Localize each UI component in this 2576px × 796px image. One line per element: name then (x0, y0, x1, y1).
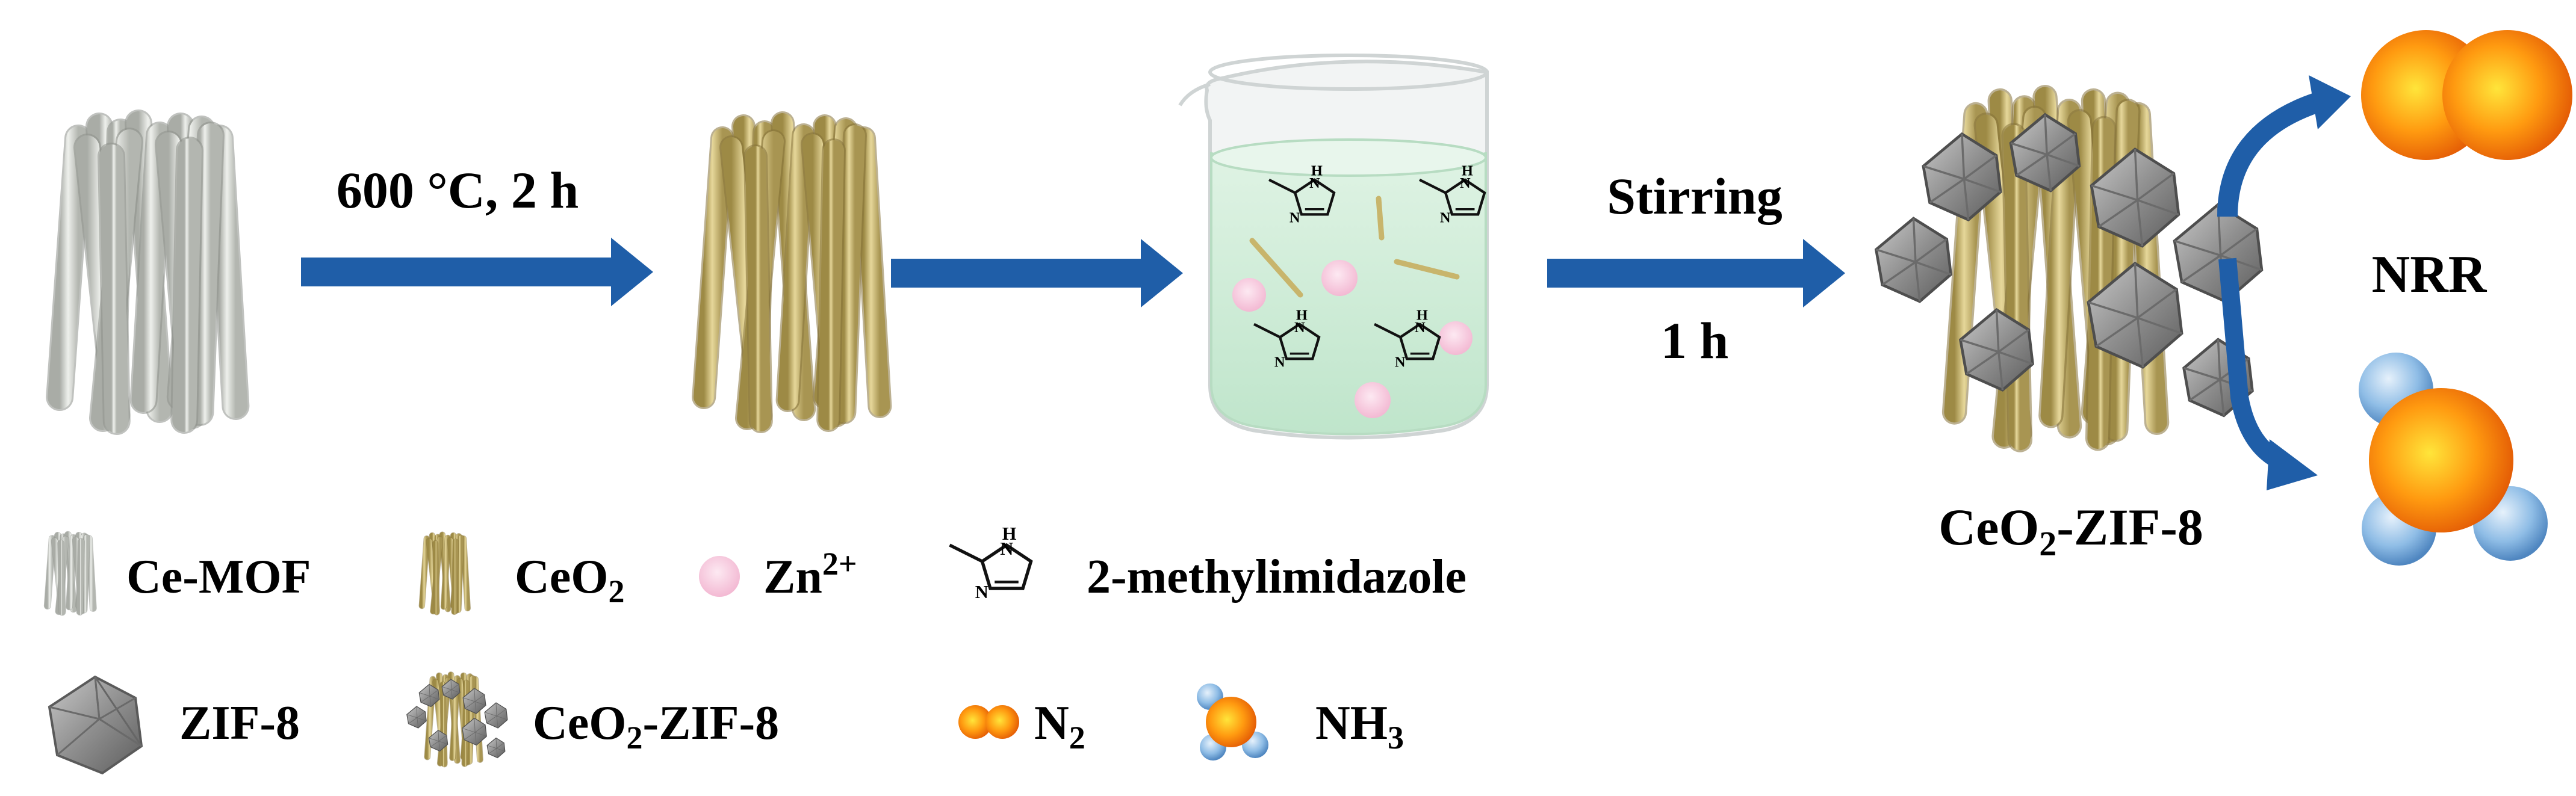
ceo2-bundle (692, 111, 892, 433)
stirring-label: Stirring (1607, 167, 1782, 225)
svg-text:N: N (1290, 209, 1300, 226)
legend-ceo2-label: CeO2 (515, 551, 625, 609)
ceo2-fragment (1376, 196, 1385, 241)
product-label: CeO2-ZIF-8 (1938, 498, 2203, 563)
svg-text:N: N (1395, 354, 1406, 370)
legend-ceo2-zif8-icon (406, 671, 508, 768)
legend-zif8-label: ZIF-8 (179, 697, 300, 750)
legend-ceo2-zif8-label: CeO2-ZIF-8 (533, 697, 779, 756)
imidazole-molecule: HNN (1253, 307, 1321, 370)
legend-zn-label: Zn2+ (763, 546, 857, 603)
ceo2-fragment (1249, 238, 1303, 298)
nh3-molecule (2359, 353, 2548, 566)
stirring-step: Stirring 1 h (1547, 167, 1845, 369)
legend-zif8-icon (48, 675, 143, 775)
svg-text:H: H (1296, 307, 1308, 324)
svg-text:H: H (1002, 523, 1017, 544)
legend-imidazole-label: 2-methylimidazole (1087, 551, 1466, 603)
svg-text:N: N (1440, 209, 1451, 226)
svg-text:N: N (1460, 175, 1471, 191)
zn-ion (1321, 260, 1358, 296)
svg-text:H: H (1462, 163, 1473, 179)
svg-text:N: N (975, 582, 989, 602)
ce-mof-bundle (46, 110, 250, 435)
svg-text:N: N (1294, 319, 1305, 336)
svg-text:N: N (1274, 354, 1285, 370)
stirring-time-label: 1 h (1661, 312, 1728, 369)
legend-ce-mof-label: Ce-MOF (126, 551, 311, 603)
svg-text:N: N (1000, 538, 1013, 559)
legend-zn-icon (699, 556, 740, 597)
arrow-1 (301, 238, 653, 306)
calcination-label: 600 °C, 2 h (337, 161, 579, 219)
n2-molecule (2361, 30, 2572, 160)
svg-text:H: H (1417, 307, 1428, 324)
legend-nh3-icon (1197, 683, 1268, 761)
nrr-arrows (2217, 75, 2351, 490)
imidazole-molecule: HNN (1374, 307, 1441, 370)
svg-text:N: N (1415, 319, 1426, 336)
svg-text:N: N (1309, 175, 1320, 191)
imidazole-molecule: HNN (1268, 163, 1336, 226)
zn-ion (1439, 321, 1473, 355)
beaker: HNN HNN HNN HNN (1178, 54, 1489, 440)
calcination-step: 600 °C, 2 h (301, 161, 653, 306)
zn-ion (1355, 382, 1391, 418)
legend-nh3-label: NH3 (1315, 697, 1404, 756)
legend-imidazole-icon: HNN (949, 523, 1033, 602)
legend-n2-label: N2 (1034, 697, 1085, 756)
ceo2-zif8-composite (1874, 85, 2264, 452)
legend: Ce-MOF CeO2 Zn2+ HNN 2-methylimidazole Z… (43, 523, 1466, 775)
legend-ceo2-icon (418, 531, 471, 616)
ceo2-fragment (1394, 259, 1460, 280)
zn-ion (1232, 278, 1266, 312)
legend-ce-mof-icon (43, 531, 97, 616)
arrow-2 (891, 239, 1183, 307)
legend-n2-icon (958, 705, 1019, 739)
svg-text:H: H (1311, 163, 1323, 179)
reaction-label: NRR (2372, 245, 2488, 304)
imidazole-molecule: HNN (1419, 163, 1486, 226)
